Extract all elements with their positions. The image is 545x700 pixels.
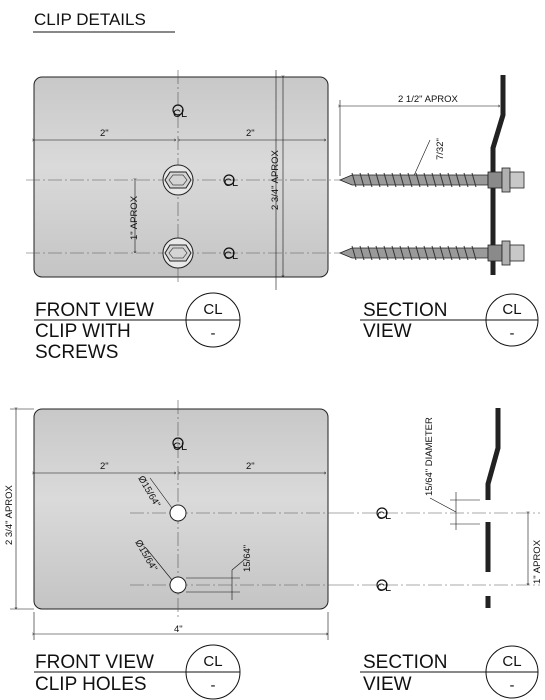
dim-height: 2 3/4" APROX [270, 149, 281, 210]
tag-bottom: - [510, 325, 515, 342]
svg-text:CL: CL [224, 250, 238, 262]
dim-screw-length: 2 1/2" APROX [398, 94, 459, 105]
label-line: VIEW [363, 674, 412, 695]
tag-top: CL [502, 301, 521, 318]
tag-top: CL [502, 653, 521, 670]
clip-profile [485, 408, 501, 500]
screw-side [338, 240, 525, 266]
dim-screw-spacing: 1" APROX [129, 195, 140, 240]
bottom-front-view-label: FRONT VIEW CLIP HOLES [34, 652, 188, 695]
dim-hole-spacing: 1" APROX [532, 539, 543, 584]
bottom-section-view: CL CL 15/64" DIAMETER 1" APROX [340, 408, 543, 608]
bottom-front-view-tag: CL - [185, 644, 241, 700]
dim-width: 4" [174, 624, 183, 635]
dim-right-half: 2" [246, 461, 255, 472]
center-line-symbol: CL [376, 579, 391, 594]
bottom-section-view-label: SECTION VIEW [360, 652, 487, 695]
tag-top: CL [203, 301, 222, 318]
label-line: CLIP HOLES [35, 674, 147, 695]
top-front-view: 2" 2" 2 3/4" APROX 1" APROX CL CL CL [26, 70, 340, 290]
label-line: SECTION [363, 300, 447, 321]
svg-text:CL: CL [173, 108, 187, 120]
dim-right-half: 2" [246, 128, 255, 139]
hole-offset: 15/64" [242, 545, 253, 572]
label-line: FRONT VIEW [35, 652, 154, 673]
tag-bottom: - [211, 325, 216, 342]
screw-head [162, 237, 194, 269]
bottom-front-view: 2 3/4" APROX 2" 2" 4" CL Ø15/64" Ø15/64"… [4, 400, 340, 640]
top-section-view-label: SECTION VIEW [360, 300, 487, 342]
tag-bottom: - [510, 677, 515, 694]
clip-profile [490, 75, 506, 275]
center-line-symbol: CL [223, 247, 238, 262]
svg-text:CL: CL [377, 510, 391, 522]
label-line: SECTION [363, 652, 447, 673]
dim-height: 2 3/4" APROX [4, 484, 15, 545]
label-line: FRONT VIEW [35, 300, 154, 321]
screw-side [338, 167, 525, 193]
screw-head [162, 164, 194, 196]
svg-text:CL: CL [377, 582, 391, 594]
center-line-symbol: CL [172, 104, 187, 120]
dim-left-half: 2" [100, 128, 109, 139]
top-section-view: 2 1/2" APROX 7/32" [338, 75, 525, 275]
svg-text:CL: CL [173, 441, 187, 453]
tag-top: CL [203, 653, 222, 670]
center-line-symbol: CL [172, 437, 187, 453]
center-line-symbol: CL [223, 174, 238, 189]
page-title: CLIP DETAILS [34, 10, 146, 29]
hole [169, 504, 187, 522]
top-front-view-label: FRONT VIEW CLIP WITH SCREWS [34, 300, 188, 363]
svg-text:CL: CL [224, 177, 238, 189]
top-front-view-tag: CL - [185, 292, 241, 348]
label-line: CLIP WITH [35, 321, 131, 342]
hole-diameter: 15/64" DIAMETER [424, 417, 435, 496]
center-line-symbol: CL [376, 507, 391, 522]
tag-bottom: - [211, 677, 216, 694]
label-line: VIEW [363, 321, 412, 342]
dim-shank: 7/32" [435, 138, 446, 160]
top-section-view-tag: CL - [485, 293, 539, 347]
bottom-section-view-tag: CL - [485, 645, 539, 699]
hole [169, 576, 187, 594]
dim-left-half: 2" [100, 461, 109, 472]
label-line: SCREWS [35, 342, 118, 363]
